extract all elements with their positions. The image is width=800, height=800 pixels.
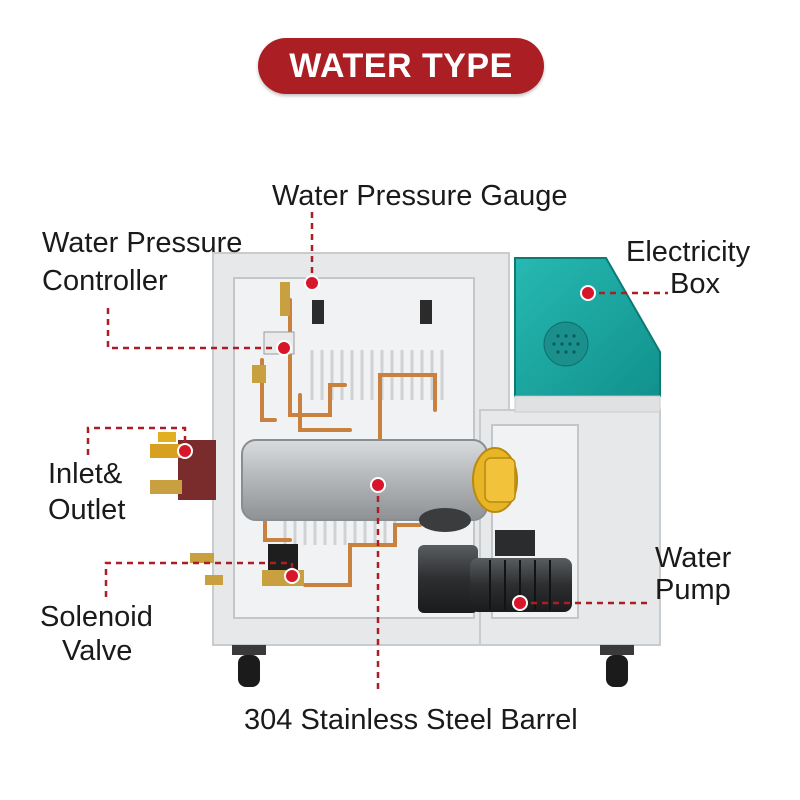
marker-dots (177, 275, 596, 611)
label-electricity-line1: Electricity (626, 236, 751, 268)
label-inlet-line2: Outlet (48, 494, 126, 526)
label-water-pump: Water Pump (655, 542, 731, 606)
label-inlet-outlet: Inlet& Outlet (48, 456, 125, 528)
label-stainless-steel-barrel: 304 Stainless Steel Barrel (244, 704, 578, 736)
caster-wheels (232, 645, 634, 687)
label-electricity-box: Electricity Box (626, 236, 750, 300)
label-controller-line1: Water Pressure (42, 227, 243, 259)
label-inlet-line1: Inlet& (48, 458, 123, 490)
label-pump-line2: Pump (655, 574, 731, 606)
gauge-fitting (280, 282, 290, 316)
water-pump-body (418, 508, 572, 613)
label-pump-line1: Water (655, 542, 732, 574)
title-badge: WATER TYPE (258, 38, 544, 94)
label-water-pressure-controller: Water Pressure Controller (42, 224, 242, 300)
label-water-pressure-gauge: Water Pressure Gauge (272, 180, 568, 212)
controller-fitting (252, 365, 266, 383)
label-electricity-line2: Box (670, 268, 720, 300)
inlet-outlet-valves (150, 432, 216, 500)
label-controller-line2: Controller (42, 265, 168, 297)
label-solenoid-line2: Valve (62, 635, 133, 667)
stainless-steel-barrel (241, 439, 518, 521)
label-solenoid-line1: Solenoid (40, 601, 153, 633)
label-solenoid-valve: Solenoid Valve (40, 600, 153, 668)
title-text: WATER TYPE (289, 46, 513, 85)
